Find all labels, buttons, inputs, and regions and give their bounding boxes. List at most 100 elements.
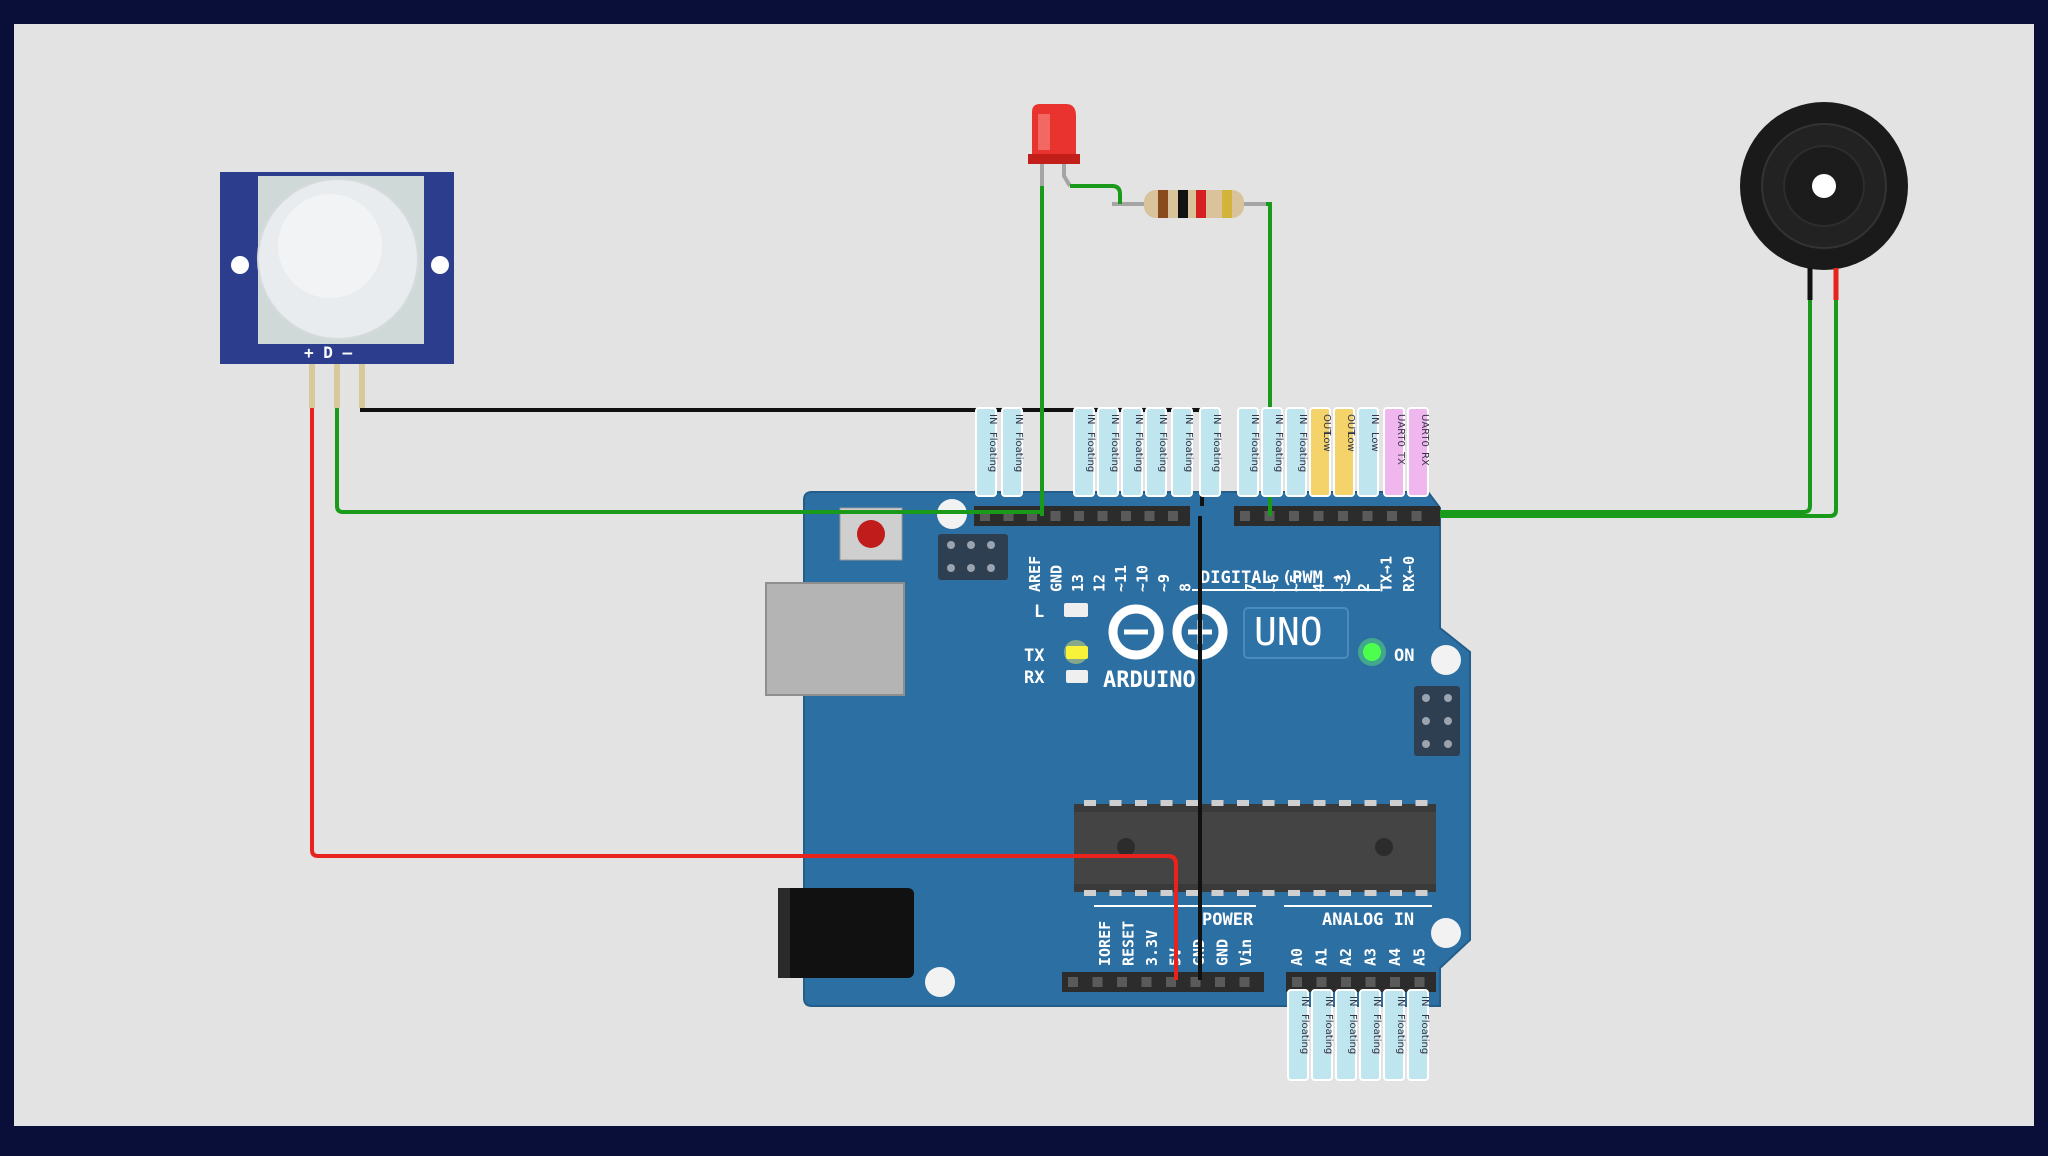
svg-text:IN: IN (1369, 414, 1380, 424)
svg-text:Floating: Floating (1109, 432, 1120, 472)
mounting-hole (925, 967, 955, 997)
led-on (1363, 643, 1381, 661)
header-hole[interactable] (1168, 511, 1178, 521)
header-hole[interactable] (1050, 511, 1061, 521)
resistor[interactable] (1112, 190, 1266, 218)
header-hole[interactable] (1316, 977, 1327, 987)
digital-pin-label: ~5 (1287, 574, 1305, 592)
header-hole[interactable] (1365, 977, 1376, 987)
header-hole[interactable] (1362, 511, 1373, 521)
digital-label: DIGITAL (PWM ~) (1200, 568, 1354, 588)
header-hole[interactable] (1141, 977, 1152, 987)
digital-pin-label: 2 (1355, 583, 1373, 592)
header-hole[interactable] (1097, 511, 1108, 521)
svg-text:Floating: Floating (1183, 432, 1194, 472)
pir-pin-data (334, 364, 340, 408)
atmega-chip (1074, 800, 1436, 896)
header-hole[interactable] (1092, 977, 1103, 987)
svg-text:Floating: Floating (1211, 432, 1222, 472)
header-hole[interactable] (1144, 511, 1155, 521)
piezo-buzzer[interactable] (1740, 102, 1908, 300)
header-hole[interactable] (1338, 511, 1348, 521)
led-l-label: L (1034, 602, 1044, 622)
header-hole[interactable] (1166, 977, 1176, 987)
led-rim (1028, 154, 1080, 164)
wire-green-pir-signal[interactable] (335, 408, 1044, 514)
svg-text:IN: IN (987, 414, 998, 424)
pir-motion-sensor[interactable]: + D – (220, 172, 454, 408)
digital-pin-label: ~6 (1265, 574, 1283, 592)
power-pin-label: RESET (1120, 921, 1138, 966)
header-hole[interactable] (1313, 511, 1324, 521)
wire-green-led-resistor[interactable] (1070, 184, 1122, 204)
header-hole[interactable] (1121, 511, 1131, 521)
power-header (1062, 972, 1264, 992)
digital-pin-label: 13 (1069, 574, 1087, 592)
header-hole[interactable] (1414, 977, 1425, 987)
svg-text:Floating: Floating (1297, 432, 1308, 472)
header-hole[interactable] (1074, 511, 1084, 521)
wire-red-vcc-overlay (1130, 854, 1178, 980)
header-hole[interactable] (1003, 511, 1014, 521)
resistor-body (1144, 190, 1244, 218)
header-hole[interactable] (1027, 511, 1037, 521)
svg-text:RX: RX (1419, 452, 1430, 466)
red-led[interactable] (1028, 104, 1080, 188)
svg-text:TX: TX (1395, 451, 1406, 465)
analog-label: ANALOG IN (1322, 910, 1414, 930)
svg-text:Floating: Floating (1133, 432, 1144, 472)
header-hole[interactable] (1240, 511, 1250, 521)
header-hole[interactable] (1117, 977, 1127, 987)
power-pin-label: Vin (1237, 939, 1255, 966)
svg-text:Floating: Floating (1085, 432, 1096, 472)
header-hole[interactable] (1215, 977, 1225, 987)
header-hole[interactable] (1289, 511, 1299, 521)
header-hole[interactable] (1390, 977, 1400, 987)
analog-pin-label: A1 (1313, 948, 1331, 966)
mounting-hole (1431, 645, 1461, 675)
header-hole[interactable] (980, 511, 990, 521)
icsp-header-2 (1414, 686, 1460, 756)
svg-text:Floating: Floating (1419, 1014, 1430, 1054)
reset-button-cap[interactable] (857, 520, 885, 548)
svg-text:Floating: Floating (1157, 432, 1168, 472)
svg-text:Floating: Floating (1347, 1014, 1358, 1054)
wire-green-buzzer-pos[interactable] (1440, 300, 1838, 518)
svg-text:IN: IN (1395, 996, 1406, 1006)
svg-text:Floating: Floating (1371, 1014, 1382, 1054)
pir-hole-right (431, 256, 449, 274)
svg-text:Low: Low (1345, 432, 1356, 452)
analog-pin-label: A2 (1337, 948, 1355, 966)
header-hole[interactable] (1239, 977, 1250, 987)
header-hole[interactable] (1341, 977, 1351, 987)
digital-pin-label: ~9 (1155, 574, 1173, 592)
svg-text:OUT: OUT (1321, 414, 1332, 436)
pir-hole-left (231, 256, 249, 274)
usb-port (765, 582, 905, 696)
wire-green-buzzer-neg[interactable] (1440, 300, 1812, 514)
header-hole[interactable] (1411, 511, 1422, 521)
power-jack-edge (778, 888, 790, 978)
brand-text: ARDUINO (1103, 668, 1196, 693)
header-hole[interactable] (1387, 511, 1397, 521)
svg-text:IN: IN (1297, 414, 1308, 424)
header-hole[interactable] (1068, 977, 1078, 987)
led-tx-label: TX (1024, 646, 1045, 666)
header-hole[interactable] (1292, 977, 1302, 987)
pir-pin-labels: + D – (304, 343, 353, 362)
header-hole[interactable] (1190, 977, 1201, 987)
